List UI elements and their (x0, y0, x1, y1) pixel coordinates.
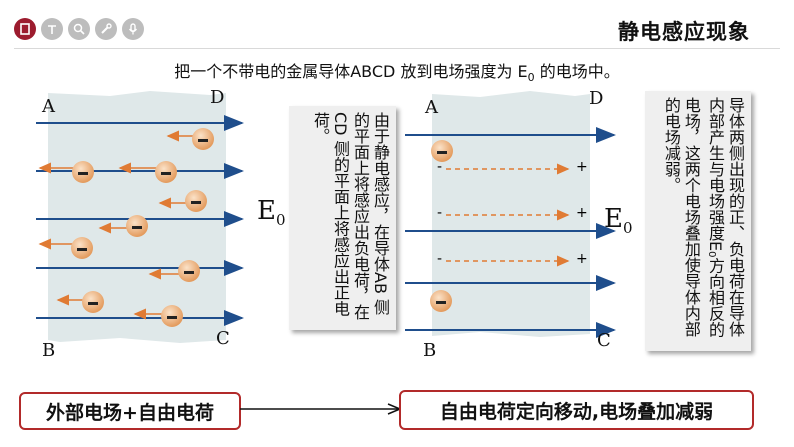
flow-box-effect: 自由电荷定向移动,电场叠加减弱 (399, 390, 754, 430)
right-corner-d: D (589, 88, 604, 109)
right-note-before: 导体两侧出现的正、负电荷在导体内部产生与电场强度E (706, 97, 745, 337)
search-icon[interactable] (68, 18, 90, 40)
subtitle: 把一个不带电的金属导体ABCD 放到电场强度为 E0 的电场中。 (0, 58, 794, 84)
right-plus-2: + (576, 205, 588, 221)
right-induced-field (446, 163, 570, 267)
right-minus-3: - (437, 251, 443, 267)
right-note: 导体两侧出现的正、负电荷在导体内部产生与电场强度E0方向相反的电场，这两个电场叠… (645, 91, 751, 351)
subtitle-text-before: 把一个不带电的金属导体ABCD 放到电场强度为 E (174, 62, 528, 81)
left-corner-b: B (42, 340, 56, 361)
right-corner-b: B (423, 340, 437, 361)
pin-icon[interactable] (41, 18, 63, 40)
subtitle-text-after: 的电场中。 (534, 62, 620, 81)
right-corner-c: C (597, 330, 611, 351)
tool-icon[interactable] (95, 18, 117, 40)
toolbar (14, 18, 144, 42)
right-field-letter: E (604, 204, 623, 234)
right-minus-2: - (437, 205, 443, 221)
right-field-sub: 0 (622, 219, 633, 238)
right-plus-1: + (576, 159, 588, 175)
right-corner-a: A (425, 97, 438, 118)
subtitle-sub: 0 (527, 71, 535, 85)
right-note-after: 方向相反的电场，这两个电场叠加使导体内部的电场减弱。 (661, 97, 725, 338)
flow-box-cause: 外部电场+自由电荷 (19, 392, 241, 430)
stop-icon[interactable] (14, 18, 36, 40)
right-note-sub: 0 (705, 251, 717, 258)
left-corner-a: A (42, 96, 55, 117)
right-electrons (430, 140, 453, 312)
left-corner-d: D (210, 87, 225, 108)
right-field-label: E0 (604, 204, 633, 237)
right-plus-3: + (576, 251, 588, 267)
right-minus-1: - (437, 159, 443, 175)
left-field-sub: 0 (275, 211, 286, 230)
left-corner-c: C (216, 328, 230, 349)
left-field-letter: E (257, 196, 276, 226)
flow-arrow (240, 403, 402, 415)
left-field-label: E0 (257, 196, 286, 229)
left-electrons (38, 128, 214, 327)
page-title: 静电感应现象 (618, 20, 750, 44)
title-divider (14, 48, 780, 49)
left-note: 由于静电感应，在导体AB 侧的平面上将感应出负电荷，在 CD 侧的平面上将感应出… (289, 106, 396, 330)
right-conductor (432, 91, 590, 337)
right-field-lines (405, 127, 616, 338)
mic-icon[interactable] (122, 18, 144, 40)
